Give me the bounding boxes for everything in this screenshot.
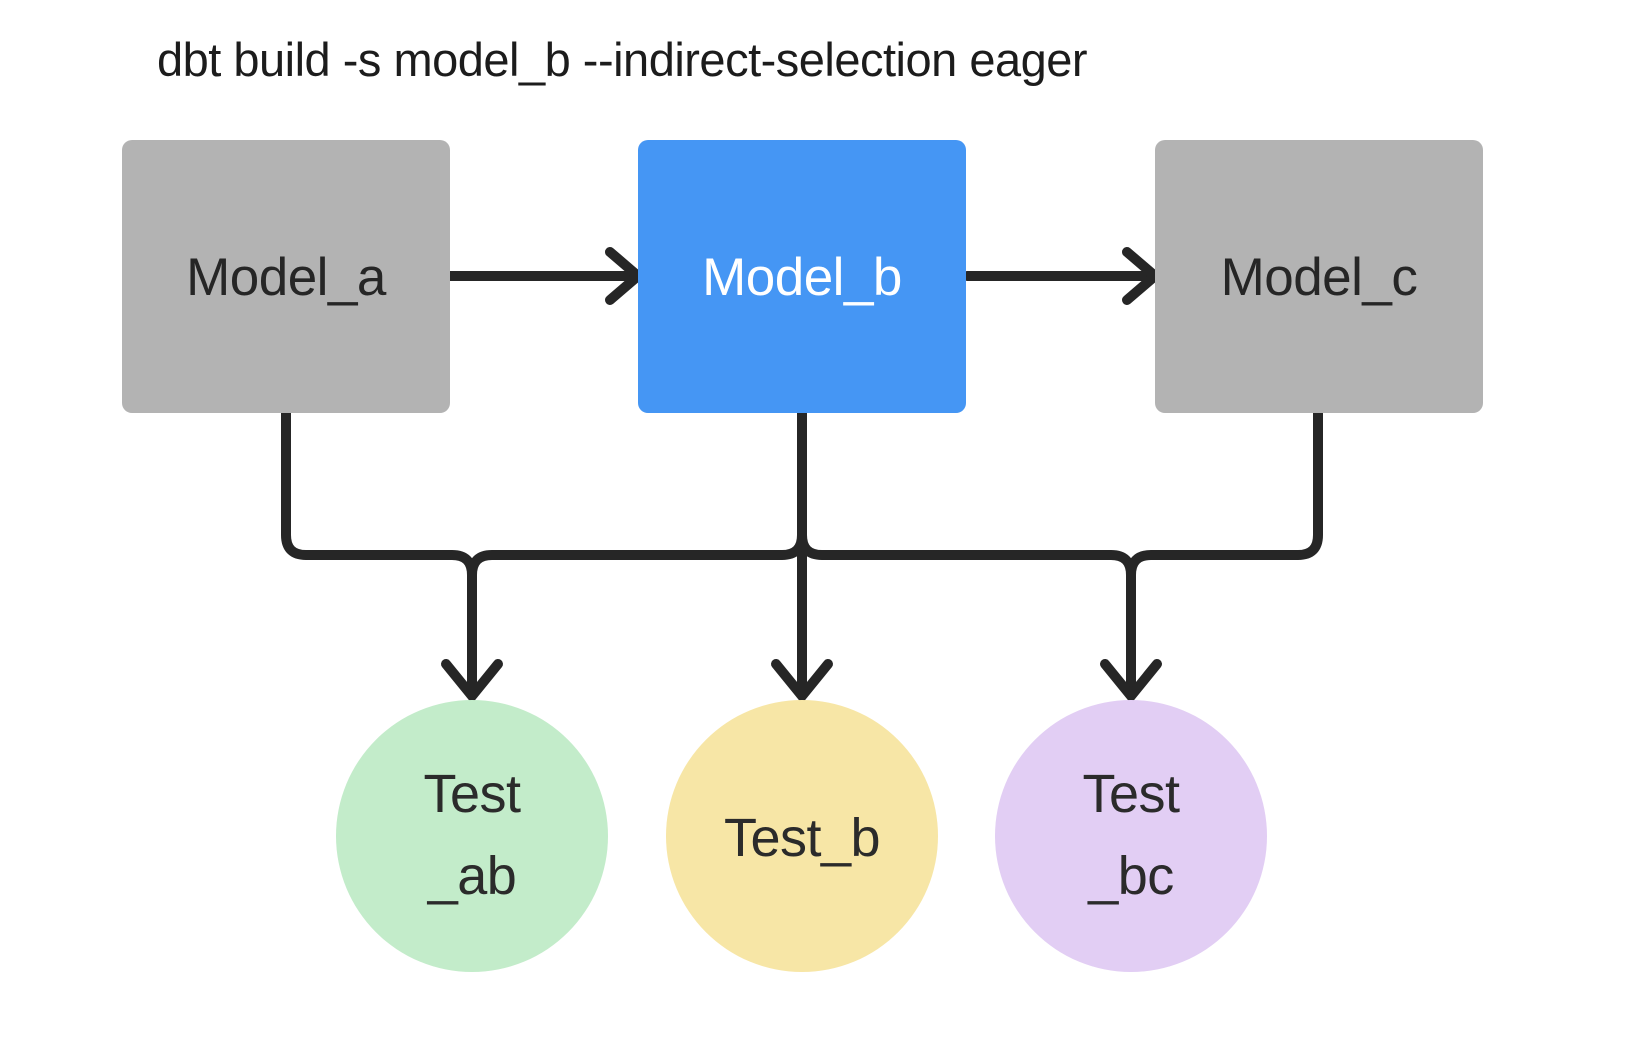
model-nodes: Model_a Model_b Model_c: [122, 140, 1483, 413]
test-nodes: Test _ab Test_b Test _bc: [336, 700, 1267, 972]
diagram-title: dbt build -s model_b --indirect-selectio…: [157, 33, 1088, 86]
model-b-node: [638, 140, 966, 413]
test-bc-label-line2: _bc: [1087, 846, 1174, 906]
model-a-label: Model_a: [186, 248, 387, 307]
arrowhead-down-test-ab-icon: [441, 659, 503, 704]
model-b-label: Model_b: [702, 248, 902, 307]
arrowheads: [441, 247, 1163, 704]
edge-model-b-to-test-ab: [467, 408, 807, 692]
test-ab-node: [336, 700, 608, 972]
test-b-label: Test_b: [724, 808, 880, 868]
edge-model-a-to-test-ab: [281, 408, 477, 692]
edge-model-b-to-test-bc: [797, 408, 1136, 692]
edge-model-c-to-test-bc: [1126, 408, 1323, 692]
model-c-node: [1155, 140, 1483, 413]
edge-lines: [281, 271, 1323, 692]
model-c-label: Model_c: [1221, 248, 1418, 307]
arrowhead-down-test-bc-icon: [1100, 659, 1162, 704]
test-bc-label-line1: Test: [1082, 764, 1180, 824]
test-ab-label-line2: _ab: [427, 846, 517, 906]
arrowhead-down-test-b-icon: [771, 659, 833, 704]
model-a-node: [122, 140, 450, 413]
test-ab-label-line1: Test: [423, 764, 521, 824]
test-b-node: [666, 700, 938, 972]
test-bc-node: [995, 700, 1267, 972]
